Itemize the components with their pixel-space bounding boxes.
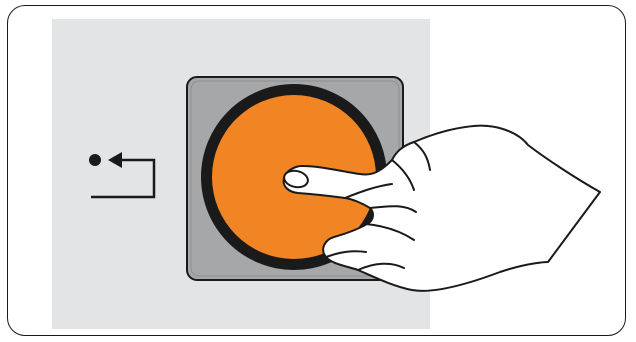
- return-arrow-icon: [89, 152, 154, 197]
